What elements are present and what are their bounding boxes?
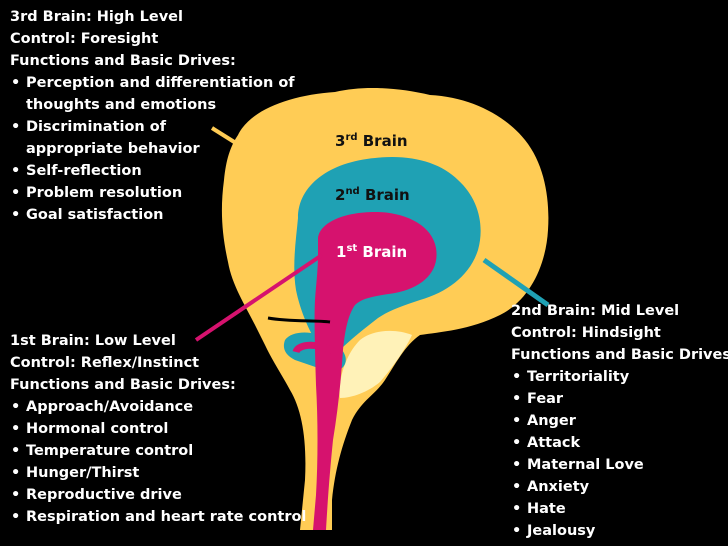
first-brain-functions-heading: Functions and Basic Drives:: [10, 377, 236, 393]
list-item: Approach/Avoidance: [10, 396, 306, 418]
second-brain-description: 2nd Brain: Mid Level Control: Hindsight …: [511, 300, 728, 542]
list-item: Hunger/Thirst: [10, 462, 306, 484]
pointer-first-brain: [194, 253, 324, 342]
second-brain-function-list: Territoriality Fear Anger Attack Materna…: [511, 366, 728, 542]
list-item: Hate: [511, 498, 728, 520]
list-item: Reproductive drive: [10, 484, 306, 506]
second-brain-control: Control: Hindsight: [511, 325, 661, 341]
list-item: Attack: [511, 432, 728, 454]
first-brain-control: Control: Reflex/Instinct: [10, 355, 200, 371]
third-brain-title: 3rd Brain: High Level: [10, 9, 183, 25]
first-brain-shape: [313, 212, 437, 530]
list-item: Problem resolution: [10, 182, 295, 204]
third-brain-control: Control: Foresight: [10, 31, 159, 47]
first-brain-label: 1st Brain: [336, 243, 407, 261]
list-item: Anxiety: [511, 476, 728, 498]
list-item: Discrimination of: [10, 116, 295, 138]
second-brain-functions-heading: Functions and Basic Drives:: [511, 347, 728, 363]
list-item: Anger: [511, 410, 728, 432]
list-item: Hormonal control: [10, 418, 306, 440]
list-item: Respiration and heart rate control: [10, 506, 306, 528]
third-brain-label: 3rd Brain: [335, 132, 408, 150]
first-brain-title: 1st Brain: Low Level: [10, 333, 176, 349]
list-item-continuation: appropriate behavior: [26, 141, 200, 157]
list-item: Perception and differentiation of: [10, 72, 295, 94]
list-item: Self-reflection: [10, 160, 295, 182]
first-brain-loop: [292, 341, 337, 356]
second-brain-title: 2nd Brain: Mid Level: [511, 303, 680, 319]
list-item: Temperature control: [10, 440, 306, 462]
list-item: Fear: [511, 388, 728, 410]
list-item: Territoriality: [511, 366, 728, 388]
third-brain-description: 3rd Brain: High Level Control: Foresight…: [10, 6, 295, 226]
groove-line: [267, 316, 331, 324]
list-item-continuation: thoughts and emotions: [26, 97, 217, 113]
third-brain-function-list: Perception and differentiation of though…: [10, 72, 295, 226]
pointer-second-brain: [482, 257, 550, 308]
third-brain-functions-heading: Functions and Basic Drives:: [10, 53, 236, 69]
list-item: Maternal Love: [511, 454, 728, 476]
cerebellum-shape: [339, 330, 412, 398]
first-brain-function-list: Approach/Avoidance Hormonal control Temp…: [10, 396, 306, 528]
first-brain-description: 1st Brain: Low Level Control: Reflex/Ins…: [10, 330, 306, 528]
list-item: Goal satisfaction: [10, 204, 295, 226]
list-item: Jealousy: [511, 520, 728, 542]
second-brain-label: 2nd Brain: [335, 186, 410, 204]
